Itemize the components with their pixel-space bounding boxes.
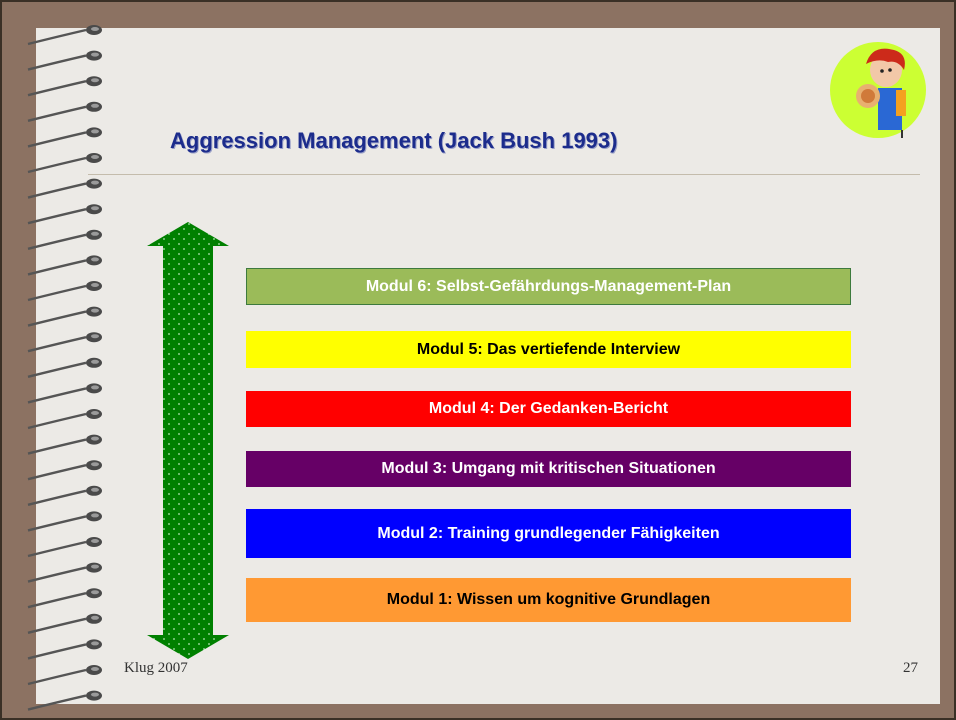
spiral-binding-icon [27, 25, 102, 711]
page-number: 27 [903, 660, 918, 676]
slide-title: Aggression Management (Jack Bush 1993) [170, 128, 618, 153]
character-eating-icon [830, 42, 926, 138]
module-4-bar: Modul 4: Der Gedanken-Bericht [246, 391, 851, 427]
title-divider [88, 174, 920, 175]
module-3-bar: Modul 3: Umgang mit kritischen Situation… [246, 451, 851, 487]
double-headed-arrow-icon [147, 222, 229, 659]
module-5-bar: Modul 5: Das vertiefende Interview [246, 331, 851, 368]
module-1-bar: Modul 1: Wissen um kognitive Grundlagen [246, 578, 851, 622]
module-6-bar: Modul 6: Selbst-Gefährdungs-Management-P… [246, 268, 851, 305]
footer-author: Klug 2007 [124, 660, 188, 676]
module-2-bar: Modul 2: Training grundlegender Fähigkei… [246, 509, 851, 558]
